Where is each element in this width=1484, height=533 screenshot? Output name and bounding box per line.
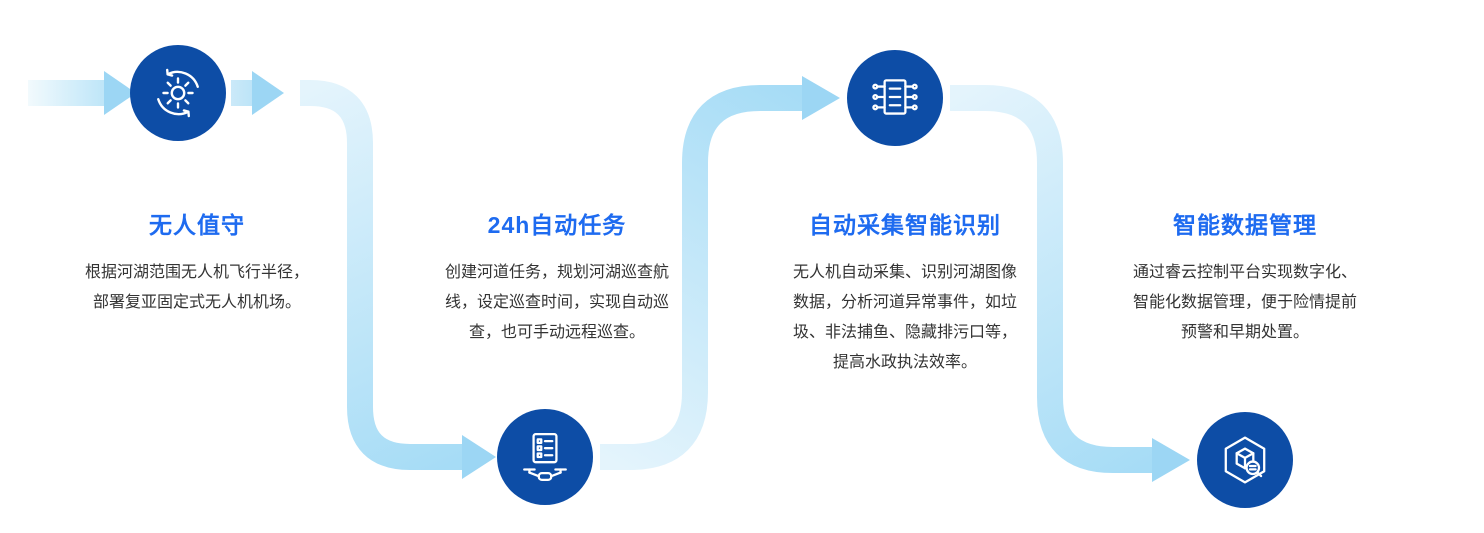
step-unattended: 无人值守 根据河湖范围无人机飞行半径， 部署复亚固定式无人机机场。 (70, 206, 324, 318)
step-description-line: 智能化数据管理，便于险情提前 (1132, 294, 1357, 311)
flow-arrowhead-step1 (252, 71, 284, 115)
drone-checklist-icon (497, 409, 593, 505)
data-box-search-icon (1197, 412, 1293, 508)
flow-arrowheads (104, 71, 1190, 482)
step-title: 无人值守 (149, 212, 245, 238)
step-description-line: 预警和早期处置。 (1180, 324, 1309, 341)
step-description-line: 提高水政执法效率。 (832, 354, 977, 371)
step-title: 24h自动任务 (487, 212, 627, 238)
step-description-line: 圾、非法捕鱼、隐藏排污口等， (792, 324, 1017, 341)
step-description-line: 部署复亚固定式无人机机场。 (92, 294, 301, 311)
flow-segment-step1-to-step2 (300, 80, 462, 470)
step-description-line: 查，也可手动远程巡查。 (468, 324, 645, 341)
step-description-line: 通过睿云控制平台实现数字化、 (1132, 264, 1357, 281)
step-24h-auto-task: 24h自动任务 创建河道任务，规划河湖巡查航 线，设定巡查时间，实现自动巡 查，… (430, 206, 684, 348)
step-smart-data-management: 智能数据管理 通过睿云控制平台实现数字化、 智能化数据管理，便于险情提前 预警和… (1118, 206, 1372, 348)
flow-segment-step3-to-step4 (950, 85, 1152, 473)
step-description-line: 无人机自动采集、识别河湖图像 (792, 264, 1017, 281)
step-description-line: 根据河湖范围无人机飞行半径， (84, 264, 309, 281)
data-box-search-icon-art (1224, 436, 1266, 484)
step-description-line: 线，设定巡查时间，实现自动巡 (444, 294, 669, 311)
step-auto-collect-recognize: 自动采集智能识别 无人机自动采集、识别河湖图像 数据，分析河道异常事件，如垃 圾… (778, 206, 1032, 378)
flow-arrowhead-step2 (462, 435, 496, 479)
ai-chip-document-icon (847, 50, 943, 146)
step-description-line: 创建河道任务，规划河湖巡查航 (444, 264, 669, 281)
flow-arrowhead-step4 (1152, 438, 1190, 482)
step-title: 自动采集智能识别 (809, 212, 1001, 238)
ai-chip-document-icon-art (872, 79, 918, 115)
flow-segment-step2-to-step3 (600, 85, 802, 470)
flow-arrowhead-step3 (802, 76, 840, 120)
flow-segments (28, 80, 1152, 473)
step-description-line: 数据，分析河道异常事件，如垃 (792, 294, 1017, 311)
gear-cycle-icon (130, 45, 226, 141)
step-title: 智能数据管理 (1173, 212, 1317, 238)
gear-cycle-icon-art (157, 68, 199, 118)
flow-arrowhead-entry (104, 71, 136, 115)
drone-checklist-icon-art (523, 433, 567, 481)
